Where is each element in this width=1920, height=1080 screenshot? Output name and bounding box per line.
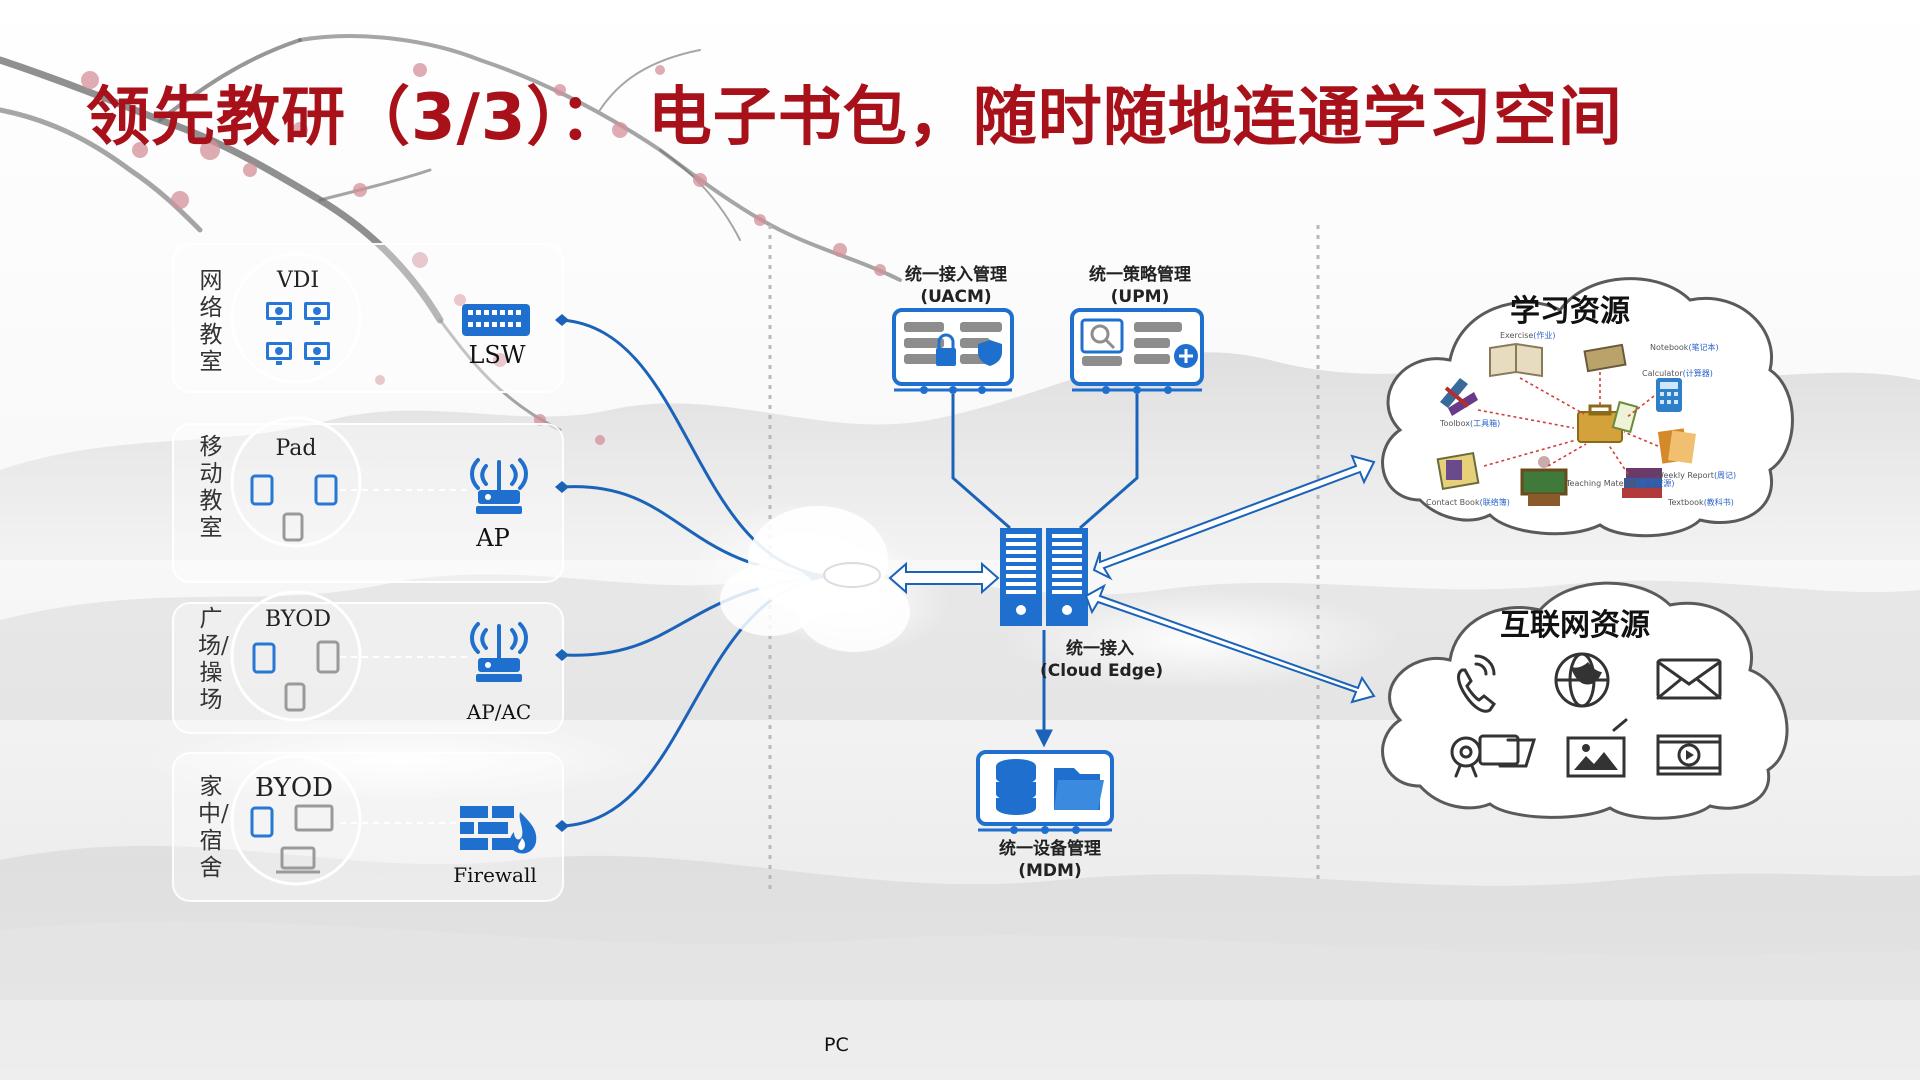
mdm-label: 统一设备管理 (MDM)	[990, 838, 1110, 882]
briefcase-icon	[1577, 400, 1639, 443]
device-title-pad: Pad	[275, 436, 317, 461]
edge-abbr: (Cloud Edge)	[1040, 661, 1164, 681]
footer-label: PC	[824, 1034, 849, 1056]
zone-plaza	[172, 602, 564, 734]
wifi-ap-icon	[470, 458, 528, 514]
device-title-byod-plaza: BYOD	[265, 607, 331, 632]
learning-resource-icons	[1436, 342, 1696, 506]
vdi-monitor-icons	[266, 302, 330, 365]
learning-item-weekly-report: Weekly Report(周记)	[1656, 471, 1737, 480]
learning-item-notebook: Notebook(笔记本)	[1650, 343, 1719, 352]
learning-cloud-shape	[1381, 277, 1794, 538]
device-title-byod-home: BYOD	[255, 773, 333, 803]
learning-item-toolbox: Toolbox(工具箱)	[1440, 419, 1501, 428]
zone-label-mobile-classroom: 移动教室	[199, 434, 223, 541]
mdm-server-icon	[976, 750, 1114, 834]
learning-cloud-title: 学习资源	[1510, 294, 1630, 329]
learning-item-contact-book: Contact Book(联络簿)	[1426, 498, 1510, 507]
network-device-lsw: LSW	[468, 341, 526, 369]
edge-label: 统一接入 (Cloud Edge)	[1040, 638, 1164, 682]
zone-label-plaza: 广场/操场	[198, 606, 229, 713]
weekly-report-icon	[1657, 428, 1696, 464]
firewall-icon	[460, 806, 537, 854]
access-link-endpoints	[555, 314, 569, 832]
page-title: 领先教研（3/3）： 电子书包，随时随地连通学习空间	[86, 81, 1623, 155]
internet-resource-icons	[1450, 652, 1722, 778]
tablet-icons	[250, 474, 338, 542]
byod-home-icons	[250, 804, 334, 874]
mdm-name: 统一设备管理	[999, 839, 1101, 859]
mail-icon	[1656, 658, 1722, 700]
edge-name: 统一接入	[1066, 639, 1134, 659]
upm-abbr: (UPM)	[1110, 287, 1170, 307]
folder-icon	[1054, 768, 1104, 810]
device-title-vdi: VDI	[276, 268, 320, 293]
internet-cloud-title: 互联网资源	[1500, 608, 1650, 643]
upm-name: 统一策略管理	[1089, 265, 1191, 285]
zone-label-network-classroom: 网络教室	[199, 268, 223, 375]
hub-edge-double-arrow	[888, 561, 1000, 595]
byod-plaza-icons	[252, 640, 340, 712]
image-icon	[1566, 718, 1628, 778]
teaching-material-icon	[1520, 456, 1568, 506]
uacm-server-icon	[892, 308, 1014, 394]
camera-icon	[1450, 734, 1537, 778]
mdm-abbr: (MDM)	[1018, 861, 1082, 881]
upm-label: 统一策略管理 (UPM)	[1080, 264, 1200, 308]
uacm-name: 统一接入管理	[905, 265, 1007, 285]
learning-item-exercise: Exercise(作业)	[1500, 331, 1556, 340]
learning-item-calculator: Calculator(计算器)	[1642, 369, 1713, 378]
upm-server-icon	[1070, 308, 1204, 394]
network-device-ap: AP	[476, 524, 510, 552]
phone-icon	[1457, 654, 1497, 713]
wifi-ap-ac-icon	[470, 622, 528, 682]
learning-resource-dashed-arrows	[1477, 372, 1659, 475]
internet-cloud-shape	[1381, 581, 1789, 820]
network-device-firewall: Firewall	[453, 863, 537, 887]
uacm-abbr: (UACM)	[920, 287, 992, 307]
zone-label-home-dorm: 家中/宿舍	[198, 774, 229, 881]
server-rack-icon	[1000, 528, 1088, 626]
device-circles	[230, 252, 362, 886]
toolbox-icon	[1440, 378, 1478, 416]
switch-icon	[462, 304, 530, 336]
exercise-book-icon	[1489, 342, 1543, 378]
network-device-ap-ac: AP/AC	[466, 700, 532, 724]
learning-item-teaching-material: Teaching Material(教学资源)	[1566, 479, 1675, 488]
contact-book-icon	[1436, 451, 1480, 491]
textbook-icon	[1622, 468, 1662, 498]
globe-icon	[1554, 652, 1610, 708]
uacm-label: 统一接入管理 (UACM)	[896, 264, 1016, 308]
edge-to-cloud-arrows	[1084, 454, 1376, 704]
notebook-icon	[1583, 343, 1627, 373]
management-links	[951, 394, 1139, 530]
learning-item-textbook: Textbook(教科书)	[1668, 498, 1734, 507]
calculator-icon	[1656, 378, 1682, 412]
video-icon	[1656, 734, 1722, 776]
router-hub	[720, 506, 910, 652]
